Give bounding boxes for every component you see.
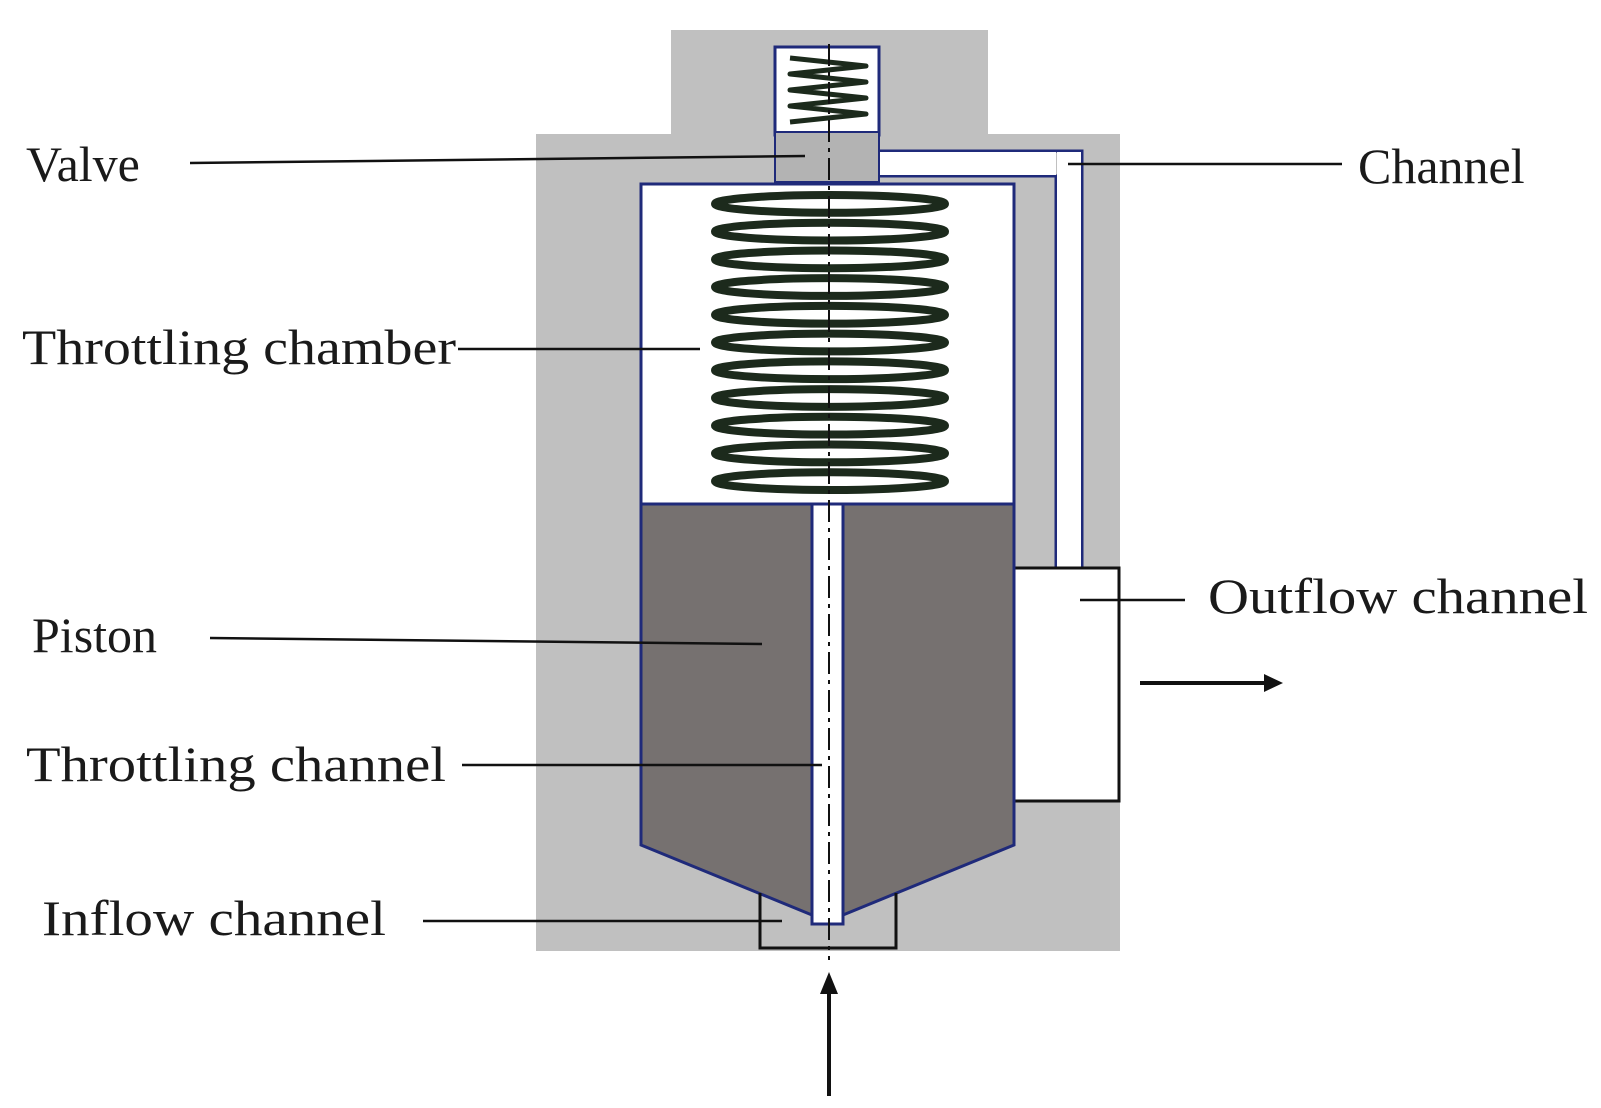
- label-throttling-chamber: Throttling chamber: [22, 319, 456, 375]
- outflow-channel-cavity: [1012, 566, 1121, 803]
- label-channel: Channel: [1358, 138, 1525, 194]
- leader-lines: [189, 154, 1342, 923]
- label-throttling-channel: Throttling channel: [26, 736, 446, 792]
- throttling-chamber-cavity: [639, 182, 1016, 506]
- valve-spring: [787, 55, 869, 125]
- label-valve: Valve: [26, 136, 140, 192]
- label-piston: Piston: [32, 607, 157, 663]
- outflow-arrow: [1140, 674, 1283, 692]
- valve-leader: [189, 154, 806, 165]
- channel-path: [879, 149, 1084, 568]
- throttling-channel-slot: [810, 502, 845, 926]
- piston-leader: [209, 636, 763, 646]
- inflow-arrow: [820, 972, 838, 1096]
- label-outflow-channel: Outflow channel: [1208, 568, 1588, 624]
- label-inflow-channel: Inflow channel: [42, 890, 386, 946]
